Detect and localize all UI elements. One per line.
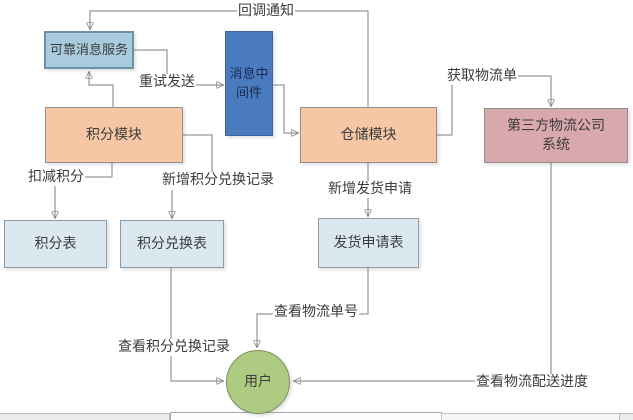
node-reliable-message-service: 可靠消息服务 bbox=[44, 31, 134, 69]
edge-label-add-ship-request: 新增发货申请 bbox=[327, 181, 413, 198]
node-points-module: 积分模块 bbox=[45, 107, 183, 163]
edge-label-view-delivery-progress: 查看物流配送进度 bbox=[475, 374, 589, 391]
node-user-circle: 用户 bbox=[226, 350, 290, 414]
node-label: 可靠消息服务 bbox=[49, 42, 128, 58]
node-message-middleware: 消息中 间件 bbox=[225, 31, 273, 136]
node-label: 仓储模块 bbox=[340, 126, 397, 143]
edge-add-exchange-record-upper bbox=[183, 134, 213, 174]
cropped-box-1 bbox=[0, 413, 170, 420]
node-label-line2: 系统 bbox=[542, 136, 570, 153]
edge-label-view-points-exchange-records: 查看积分兑换记录 bbox=[117, 339, 231, 356]
edge-label-deduct-points: 扣减积分 bbox=[27, 169, 85, 186]
node-label: 积分模块 bbox=[86, 126, 142, 143]
edge-label-add-points-exchange-record: 新增积分兑换记录 bbox=[161, 172, 275, 189]
edge-label-retry-send: 重试发送 bbox=[138, 74, 196, 91]
edge-middleware-to-warehouse bbox=[273, 84, 298, 133]
node-label: 用户 bbox=[244, 373, 272, 390]
node-warehouse-module: 仓储模块 bbox=[300, 107, 437, 163]
node-label: 积分表 bbox=[34, 235, 77, 252]
node-third-party-logistics-system: 第三方物流公司 系统 bbox=[484, 108, 628, 163]
edge-points-to-reliable bbox=[89, 72, 114, 107]
node-points-exchange-table: 积分兑换表 bbox=[120, 220, 224, 268]
cropped-box-4 bbox=[619, 413, 633, 420]
node-label-line2: 间件 bbox=[235, 85, 262, 101]
edge-callback-notice bbox=[90, 10, 369, 107]
edge-label-callback-notice: 回调通知 bbox=[237, 3, 295, 20]
node-label-line1: 第三方物流公司 bbox=[507, 117, 605, 134]
node-label: 积分兑换表 bbox=[137, 235, 207, 252]
node-ship-request-table: 发货申请表 bbox=[318, 218, 419, 268]
node-label-line1: 消息中 bbox=[229, 66, 269, 82]
edge-view-exchange-records bbox=[170, 268, 223, 381]
node-points-table: 积分表 bbox=[4, 220, 107, 268]
node-label: 发货申请表 bbox=[333, 234, 404, 251]
edge-label-get-waybill: 获取物流单 bbox=[446, 68, 518, 85]
edge-label-view-waybill-number: 查看物流单号 bbox=[273, 304, 359, 321]
